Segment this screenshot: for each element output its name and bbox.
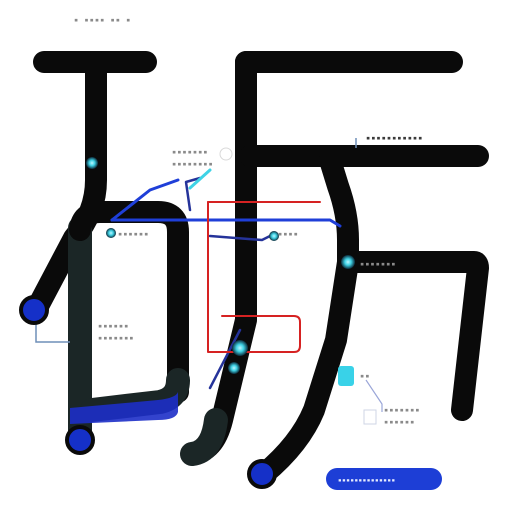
label-station-lower-right2: ▪▪▪▪▪▪ xyxy=(384,418,415,426)
station-marker-a-icon[interactable] xyxy=(86,157,98,169)
label-station-lower-right: ▪▪▪▪▪▪▪ xyxy=(384,406,421,414)
label-station-square: ▪▪ xyxy=(360,372,370,380)
terminal-southwest-icon[interactable] xyxy=(65,425,95,455)
line-right-diagonal xyxy=(253,251,359,485)
line-loop-top xyxy=(69,201,189,403)
route-cyan-short xyxy=(188,168,212,190)
label-station-d: ▪▪▪▪▪▪▪ xyxy=(360,260,397,268)
legend-bar[interactable] xyxy=(326,468,442,490)
station-marker-open-icon[interactable] xyxy=(219,147,233,161)
route-red-loop xyxy=(207,201,301,353)
terminal-south-icon[interactable] xyxy=(247,459,277,489)
label-station-a: ▪▪▪▪▪▪▪ xyxy=(172,148,209,156)
route-blue-horizontal xyxy=(110,218,342,228)
label-station-top-right: ▪▪▪▪▪▪▪▪▪▪▪ xyxy=(366,134,423,142)
label-station-left-mid2: ▪▪▪▪▪▪▪ xyxy=(98,334,135,342)
route-blue-diagonal xyxy=(110,178,180,222)
line-f-stem xyxy=(181,51,257,465)
station-marker-small-box-icon[interactable] xyxy=(363,409,377,425)
label-station-c: ▪▪▪▪ xyxy=(278,230,299,238)
station-marker-e-icon[interactable] xyxy=(232,340,248,356)
station-marker-b-icon[interactable] xyxy=(106,228,116,238)
loop-bottom-blue-band xyxy=(70,392,178,424)
station-marker-f-icon[interactable] xyxy=(228,362,240,374)
caption-top-left: ▪ ▪▪▪▪ ▪▪ ▪ xyxy=(74,16,131,24)
leader-left-terminal xyxy=(35,320,70,343)
station-marker-c-icon[interactable] xyxy=(269,231,279,241)
terminal-west-icon[interactable] xyxy=(19,295,49,325)
label-station-left-mid: ▪▪▪▪▪▪ xyxy=(98,322,129,330)
label-station-a2: ▪▪▪▪▪▪▪▪ xyxy=(172,160,214,168)
legend-bar-label: ▪▪▪▪▪▪▪▪▪▪▪▪▪▪ xyxy=(338,477,396,484)
route-navy-lower xyxy=(208,328,242,390)
line-f-foot-dark xyxy=(180,408,228,466)
route-navy-short xyxy=(184,176,202,212)
label-station-b: ▪▪▪▪▪▪ xyxy=(118,230,149,238)
station-marker-d-icon[interactable] xyxy=(341,255,355,269)
station-marker-square-icon[interactable] xyxy=(338,366,354,386)
leader-lower-right xyxy=(365,379,383,412)
